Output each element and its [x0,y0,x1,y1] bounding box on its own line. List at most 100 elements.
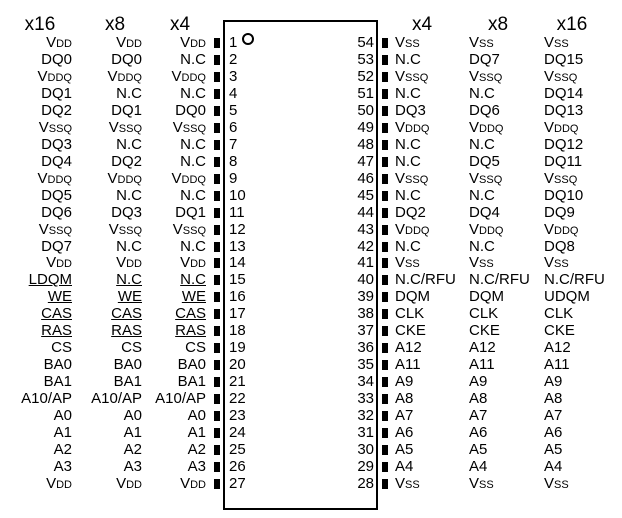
pin-19-x4-label: CS [185,339,206,357]
pin-30-x8-label: A5 [469,441,488,459]
pin-8-number: 8 [229,152,238,170]
pin-29-x8-label: A4 [469,458,488,475]
pin-32-number: 32 [357,407,374,425]
pin-48-x4-label: N.C [395,135,421,153]
pin-45-number: 45 [357,186,374,204]
pin-52-lead [382,71,388,82]
pin-5-x8-label: DQ1 [111,101,142,119]
pin-32-x8-label: A7 [469,407,488,425]
pin-34-x16-label: A9 [544,373,563,391]
pin-1-x4-label: VDD [180,34,206,51]
pin-50-x8-label: DQ6 [469,101,500,119]
pin-44-lead [382,207,388,218]
pin-38-x4-label: CLK [395,305,425,323]
pin-44-number: 44 [357,203,374,221]
pin-21-number: 21 [229,373,246,391]
pin-22-x16-label: A10/AP [21,390,72,408]
pin-18-x8-label: RAS [111,322,142,340]
pin-47-x8-label: DQ5 [469,152,500,170]
pin-15-number: 15 [229,271,246,289]
pin-54-number: 54 [357,34,374,51]
pin-54-x16-label: VSS [544,34,569,51]
pin-51-x8-label: N.C [469,84,495,102]
pin-53-x8-label: DQ7 [469,50,500,68]
pin-7-x16-label: DQ3 [41,135,72,153]
pin-27-number: 27 [229,474,246,492]
pin-45-lead [382,190,388,201]
pin-11-x8-label: DQ3 [111,203,142,221]
pin-15-x4-label: N.C [180,271,206,289]
pin-15-lead [214,275,220,286]
pin-28-x16-label: VSS [544,474,569,492]
pin-24-x16-label: A1 [53,424,72,442]
pin-36-x8-label: A12 [469,339,496,357]
pin-41-x16-label: VSS [544,254,569,272]
pin-41-x8-label: VSS [469,254,494,272]
pin-47-x4-label: N.C [395,152,421,170]
pin-16-lead [214,292,220,303]
pin-14-number: 14 [229,254,246,272]
pin-43-lead [382,224,388,235]
pin-26-x4-label: A3 [187,458,206,475]
pin-11-lead [214,207,220,218]
pin-43-x8-label: VDDQ [469,220,504,238]
pin-20-x8-label: BA0 [113,356,142,374]
pin-47-number: 47 [357,152,374,170]
pin-20-number: 20 [229,356,246,374]
pin-35-x16-label: A11 [544,356,570,374]
pin-37-number: 37 [357,322,374,340]
pin-51-x16-label: DQ14 [544,84,584,102]
pin-39-lead [382,292,388,303]
pin-6-x4-label: VSSQ [172,118,206,136]
pin-18-x4-label: RAS [175,322,206,340]
pin-6-x8-label: VSSQ [108,118,142,136]
pin-46-number: 46 [357,169,374,187]
pin-19-x16-label: CS [51,339,72,357]
header-right-x8: x8 [487,14,509,35]
pin-21-x16-label: BA1 [43,373,72,391]
pin-27-x4-label: VDD [180,474,206,492]
pin-29-x4-label: A4 [395,458,414,475]
pin-41-number: 41 [357,254,374,272]
pin-24-number: 24 [229,424,246,442]
pin-33-x16-label: A8 [544,390,563,408]
pin-27-x8-label: VDD [116,474,142,492]
pin-52-x4-label: VSSQ [395,67,429,85]
pin-50-number: 50 [357,101,374,119]
pin-39-x16-label: UDQM [544,288,590,306]
chip-package-outline [223,20,378,510]
pin-52-number: 52 [357,67,374,85]
pin-51-x4-label: N.C [395,84,421,102]
pin-36-x4-label: A12 [395,339,422,357]
pin-48-x8-label: N.C [469,135,495,153]
pin-25-x8-label: A2 [123,441,142,459]
pin-47-x16-label: DQ11 [544,152,583,170]
pin-2-x8-label: DQ0 [111,50,142,68]
pin-36-number: 36 [357,339,374,357]
pin-28-x4-label: VSS [395,474,420,492]
pin-5-number: 5 [229,101,238,119]
pin-23-lead [214,411,220,422]
pin-36-x16-label: A12 [544,339,571,357]
pin-3-number: 3 [229,67,238,85]
pin-1-number: 1 [229,34,238,51]
pin-35-lead [382,360,388,371]
pin-4-x16-label: DQ1 [41,84,72,102]
pin-31-x4-label: A6 [395,424,414,442]
pin-26-x16-label: A3 [53,458,72,475]
pin-13-x16-label: DQ7 [41,237,72,255]
pin-16-x8-label: WE [117,288,142,306]
pin-50-lead [382,105,388,116]
pin-17-lead [214,309,220,320]
header-left-x8: x8 [104,14,126,35]
pin-14-x8-label: VDD [116,254,142,272]
pin-35-number: 35 [357,356,374,374]
pin-48-number: 48 [357,135,374,153]
pin-2-x4-label: N.C [180,50,206,68]
header-right-x4: x4 [411,14,433,35]
pin-28-x8-label: VSS [469,474,494,492]
pin-37-lead [382,326,388,337]
pin-15-x16-label: LDQM [28,271,72,289]
pin-49-x4-label: VDDQ [395,118,430,136]
pin-7-x8-label: N.C [116,135,142,153]
